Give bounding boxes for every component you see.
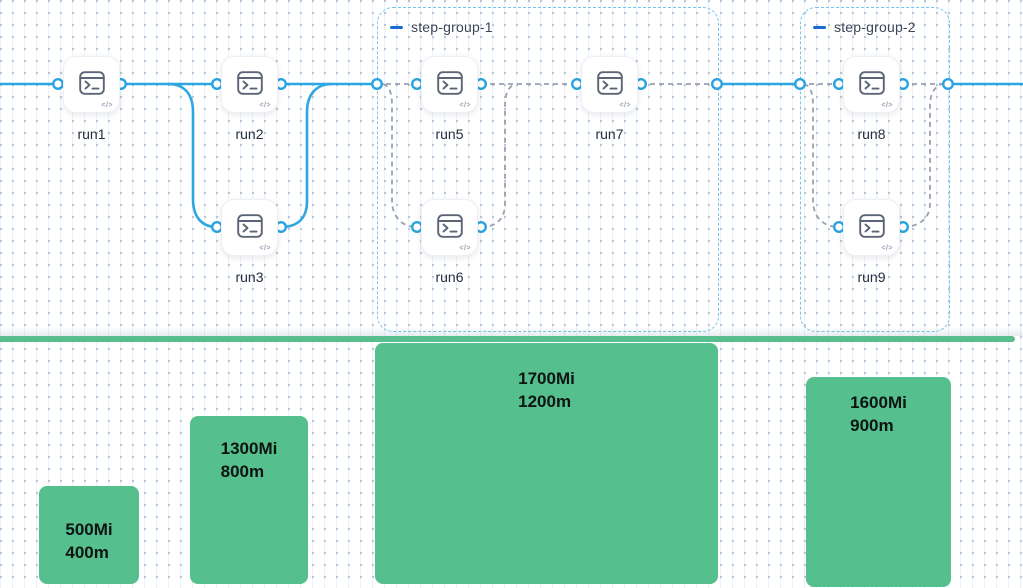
node-label-run8: run8 [857, 126, 886, 142]
group-label: step-group-1 [411, 19, 493, 35]
edge-run9-group2exit [902, 83, 943, 228]
node-label-run5: run5 [435, 126, 464, 142]
resource-bar-2: 1300Mi 800m [190, 416, 308, 584]
group-step-group-2[interactable]: step-group-2 [800, 7, 950, 332]
code-icon: </> [881, 245, 893, 252]
connection-port[interactable] [711, 77, 724, 90]
bar-label: 1600Mi 900m [850, 377, 907, 587]
node-label-run2: run2 [235, 126, 264, 142]
cpu-value: 400m [65, 543, 109, 563]
terminal-icon [236, 214, 263, 238]
edge-group2-run9 [803, 83, 840, 228]
code-icon: </> [101, 102, 113, 109]
group-label: step-group-2 [834, 19, 916, 35]
terminal-icon [436, 214, 463, 238]
node-run3[interactable]: </> [221, 199, 278, 256]
node-label-run1: run1 [77, 126, 106, 142]
node-label-run6: run6 [435, 269, 464, 285]
edge-run6-run7 [480, 83, 516, 228]
node-label-run3: run3 [235, 269, 264, 285]
edge-run3-group1 [279, 82, 334, 229]
terminal-icon [236, 71, 263, 95]
divider-shadow [0, 327, 1023, 336]
connection-port[interactable] [371, 77, 384, 90]
code-icon: </> [881, 102, 893, 109]
node-run8[interactable]: </> [843, 56, 900, 113]
code-icon: </> [259, 245, 271, 252]
terminal-icon [596, 71, 623, 95]
node-run7[interactable]: </> [581, 56, 638, 113]
memory-value: 1300Mi [220, 439, 278, 458]
resource-bar-1: 500Mi 400m [39, 486, 139, 584]
memory-value: 500Mi [65, 520, 113, 539]
memory-value: 1600Mi [850, 393, 907, 412]
collapse-toggle-icon[interactable] [813, 25, 826, 29]
bar-label: 1300Mi 800m [221, 416, 278, 584]
terminal-icon [436, 71, 463, 95]
group-step-group-1[interactable]: step-group-1 [377, 7, 719, 332]
edge-group1-run6 [382, 83, 418, 228]
terminal-icon [858, 71, 885, 95]
memory-value: 1700Mi [518, 369, 575, 388]
code-icon: </> [259, 102, 271, 109]
code-icon: </> [619, 102, 631, 109]
cpu-value: 900m [850, 416, 894, 436]
resource-bar-3: 1700Mi 1200m [375, 343, 718, 584]
connection-port[interactable] [794, 77, 807, 90]
edge-run1-run3 [166, 82, 219, 229]
bar-label: 1700Mi 1200m [518, 343, 575, 584]
cpu-value: 1200m [518, 392, 572, 412]
collapse-toggle-icon[interactable] [390, 25, 403, 29]
node-run1[interactable]: </> [63, 56, 120, 113]
resource-bar-4: 1600Mi 900m [806, 377, 951, 587]
timeline-divider-line [0, 336, 1015, 342]
group-header: step-group-1 [378, 8, 718, 35]
node-run9[interactable]: </> [843, 199, 900, 256]
terminal-icon [858, 214, 885, 238]
node-label-run9: run9 [857, 269, 886, 285]
node-run2[interactable]: </> [221, 56, 278, 113]
connection-port[interactable] [52, 77, 65, 90]
node-run5[interactable]: </> [421, 56, 478, 113]
code-icon: </> [459, 102, 471, 109]
terminal-icon [78, 71, 105, 95]
bar-label: 500Mi 400m [65, 486, 112, 584]
connection-port[interactable] [942, 77, 955, 90]
code-icon: </> [459, 245, 471, 252]
cpu-value: 800m [220, 462, 265, 482]
node-run6[interactable]: </> [421, 199, 478, 256]
node-label-run7: run7 [595, 126, 624, 142]
group-header: step-group-2 [801, 8, 949, 35]
